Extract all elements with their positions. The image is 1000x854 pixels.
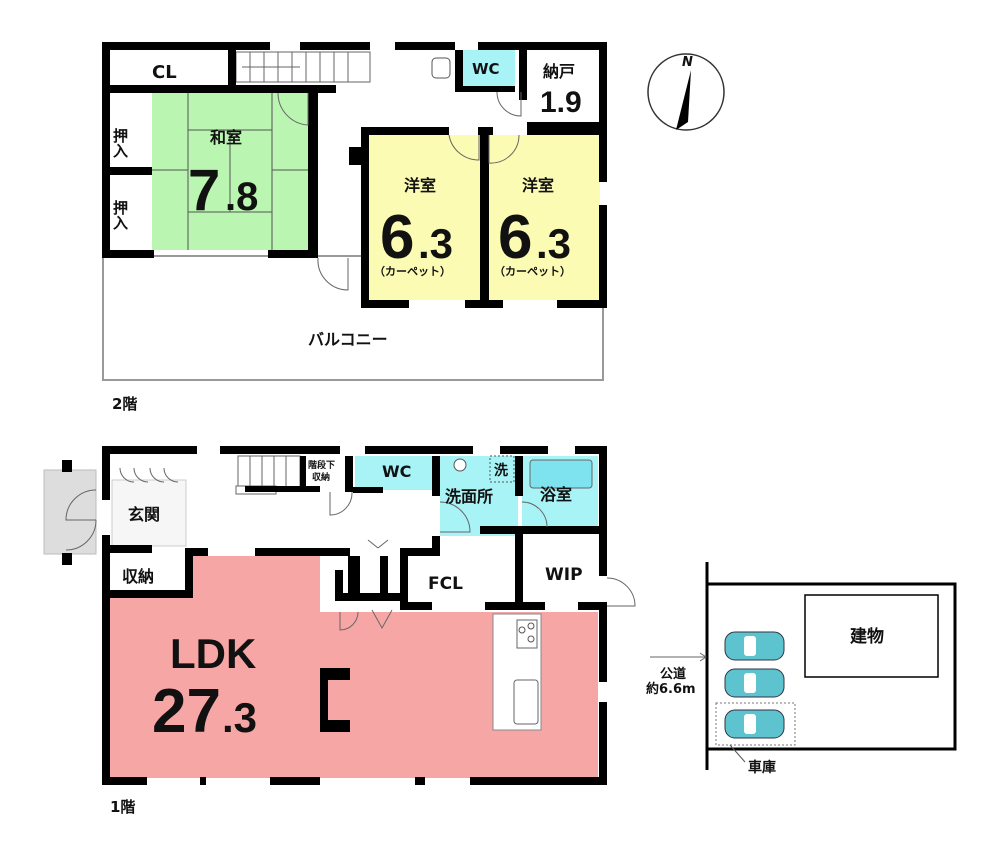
ldk-size-dec: .3	[222, 694, 257, 741]
doors-1f	[65, 467, 636, 631]
floor1-label: 1階	[110, 798, 135, 816]
toilet-basin-icon	[431, 57, 451, 79]
kaidanshita-label-1: 階段下	[308, 459, 335, 471]
compass-label: N	[682, 55, 693, 70]
senmenjo-label: 洗面所	[445, 487, 493, 506]
walls-1f	[102, 446, 607, 785]
yoshitsu1-area	[369, 135, 480, 300]
fcl-label: FCL	[428, 574, 463, 594]
yoshitsu2-label: 洋室	[522, 176, 554, 195]
garage-area	[715, 702, 796, 746]
nando-label: 納戸	[543, 62, 575, 81]
shuno-label: 収納	[122, 567, 154, 586]
yoshitsu1-size-dec: .3	[418, 220, 453, 267]
washbasin-icon	[453, 458, 467, 472]
yoshitsu1-size-int: 6	[380, 203, 414, 272]
floor2-label: 2階	[112, 395, 137, 413]
ldk-label: LDK	[170, 630, 256, 677]
washitsu-label: 和室	[210, 128, 242, 147]
stairs-2f	[235, 51, 371, 83]
wc2-area	[463, 50, 515, 88]
floor-1: 玄関 収納 階段下 収納 WC 洗 洗面所 浴室 FCL WIP LDK 27 …	[43, 446, 636, 816]
sen-label: 洗	[494, 462, 508, 479]
oshiire2-label: 押入	[111, 199, 129, 230]
site-plan: 建物 公道 約6.6m 車庫	[646, 562, 957, 776]
ldk-area	[110, 556, 598, 778]
wc1-label: WC	[382, 462, 411, 481]
kitchen-counter	[492, 613, 542, 731]
genkan-label: 玄関	[128, 505, 160, 524]
tatami-lines	[152, 93, 308, 250]
garage-label: 車庫	[748, 759, 776, 776]
porch	[43, 469, 97, 555]
bathtub	[529, 459, 593, 489]
compass-north-icon: N	[647, 53, 725, 131]
cl-label: CL	[152, 62, 177, 83]
road-width-label: 約6.6m	[646, 681, 696, 697]
floor-2: CL 押入 押入 和室 7 .8 WC 納戸 1.9 洋室 6 .3 （カーペッ…	[102, 42, 607, 413]
wip-label: WIP	[545, 565, 583, 585]
lot-boundary	[705, 582, 957, 751]
site-building-label: 建物	[850, 626, 884, 647]
yoshitsu2-area	[489, 135, 600, 300]
walls-2f	[102, 42, 607, 308]
car-icon	[724, 668, 785, 698]
senmenjo-area	[440, 456, 518, 536]
nando-size: 1.9	[540, 86, 582, 119]
yoshitsu2-size-int: 6	[498, 203, 532, 272]
road-label-1: 公道	[660, 666, 686, 682]
ldk-size-int: 27	[152, 677, 221, 746]
yoshitsu2-size-dec: .3	[536, 220, 571, 267]
wc2-label: WC	[472, 60, 500, 78]
yokushitsu-label: 浴室	[540, 485, 572, 504]
oshiire1-label: 押入	[111, 127, 129, 158]
washitsu-size-int: 7	[188, 158, 220, 223]
genkan-tiles	[111, 479, 187, 547]
yoshitsu1-note: （カーペット）	[374, 265, 451, 278]
balcony-label: バルコニー	[308, 330, 388, 349]
washer-space	[489, 455, 515, 483]
yoshitsu1-label: 洋室	[404, 176, 436, 195]
kaidanshita-label-2: 収納	[312, 471, 330, 483]
wc1-area	[355, 456, 432, 490]
car-icon	[724, 631, 785, 661]
washitsu-size-dec: .8	[225, 175, 258, 219]
balcony-outline	[102, 255, 604, 381]
site-building	[804, 594, 939, 678]
car-icon	[724, 709, 785, 739]
doors-2f	[277, 91, 522, 291]
yoshitsu2-note: （カーペット）	[494, 265, 571, 278]
